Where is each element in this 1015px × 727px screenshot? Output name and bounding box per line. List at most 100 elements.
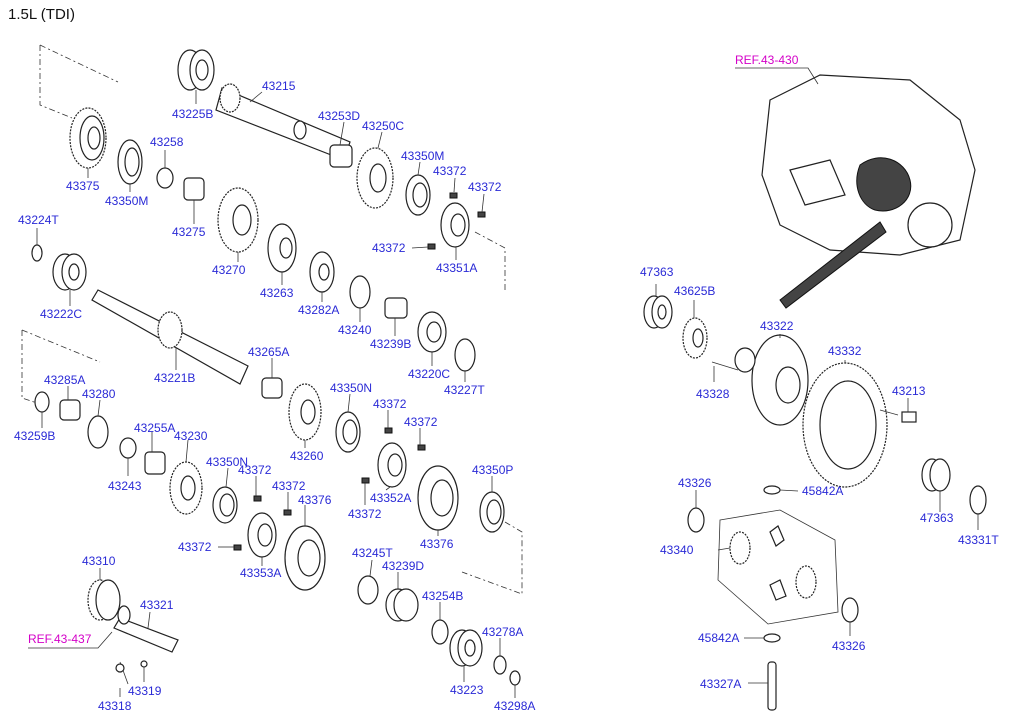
- part-43353A-synchro-hub[interactable]: [247, 512, 277, 558]
- part-43319-washer[interactable]: [140, 660, 148, 668]
- part-43376-sleeve-upper[interactable]: [417, 465, 459, 531]
- label-43245T[interactable]: 43245T: [352, 546, 393, 560]
- label-43372-c[interactable]: 43372: [372, 241, 406, 255]
- part-43372-keys[interactable]: [233, 192, 486, 551]
- label-43310[interactable]: 43310: [82, 554, 116, 568]
- label-43270[interactable]: 43270: [212, 263, 246, 277]
- part-43321-shift-lever[interactable]: [113, 605, 179, 653]
- ref-label-43-430[interactable]: REF.43-430: [735, 53, 799, 67]
- part-43259B-ring[interactable]: [34, 391, 50, 413]
- part-43310-gear[interactable]: [87, 579, 121, 621]
- part-43223-bearing[interactable]: [449, 629, 483, 667]
- label-43225B[interactable]: 43225B: [172, 107, 213, 121]
- part-45842A-washer-lower[interactable]: [763, 633, 781, 643]
- part-43275-needle-bearing[interactable]: [183, 177, 205, 201]
- label-43254B[interactable]: 43254B: [422, 589, 463, 603]
- label-43375[interactable]: 43375: [66, 179, 100, 193]
- part-43280-gear[interactable]: [87, 415, 109, 449]
- label-43625B[interactable]: 43625B: [674, 284, 715, 298]
- part-43265A-needle-bearing[interactable]: [261, 377, 283, 399]
- label-43259B[interactable]: 43259B: [14, 429, 55, 443]
- part-43352A-synchro-hub[interactable]: [377, 442, 407, 488]
- label-43372-g[interactable]: 43372: [272, 479, 306, 493]
- part-43215-shaft[interactable]: [215, 83, 351, 161]
- label-43224T[interactable]: 43224T: [18, 213, 59, 227]
- part-43230-gear[interactable]: [169, 461, 203, 515]
- part-47363-bearing-left[interactable]: [643, 295, 673, 329]
- label-43372-d[interactable]: 43372: [373, 397, 407, 411]
- label-43265A[interactable]: 43265A: [248, 345, 289, 359]
- part-43240-collar[interactable]: [349, 275, 371, 309]
- label-47363-right[interactable]: 47363: [920, 511, 954, 525]
- label-47363-left[interactable]: 47363: [640, 265, 674, 279]
- part-43227T-snap-ring[interactable]: [454, 338, 476, 372]
- label-43318[interactable]: 43318: [98, 699, 132, 713]
- part-43224T-snap-ring[interactable]: [31, 244, 43, 262]
- part-43243-collar[interactable]: [119, 437, 137, 459]
- part-43225B-bearing[interactable]: [177, 49, 215, 91]
- label-43332[interactable]: 43332: [828, 344, 862, 358]
- part-43326-washer-lower[interactable]: [841, 597, 859, 623]
- label-43285A[interactable]: 43285A: [44, 373, 85, 387]
- label-43326-lower[interactable]: 43326: [832, 639, 866, 653]
- label-43372-i[interactable]: 43372: [178, 540, 212, 554]
- label-43319[interactable]: 43319: [128, 684, 162, 698]
- part-43278A-ring[interactable]: [493, 655, 507, 675]
- part-43350M-ring-upper[interactable]: [117, 139, 143, 185]
- transmission-case[interactable]: [761, 74, 976, 256]
- label-43322[interactable]: 43322: [760, 319, 794, 333]
- label-43351A[interactable]: 43351A: [436, 261, 477, 275]
- ref-label-43-437[interactable]: REF.43-437: [28, 632, 92, 646]
- label-43350N-lower[interactable]: 43350N: [206, 455, 248, 469]
- part-43625B-gear[interactable]: [682, 317, 708, 359]
- label-43239D[interactable]: 43239D: [382, 559, 424, 573]
- label-43227T[interactable]: 43227T: [444, 383, 485, 397]
- part-43253D-needle-bearing[interactable]: [329, 144, 353, 168]
- label-43250C[interactable]: 43250C: [362, 119, 404, 133]
- label-43263[interactable]: 43263: [260, 286, 294, 300]
- part-43254B-ring[interactable]: [431, 619, 449, 645]
- label-43215[interactable]: 43215: [262, 79, 296, 93]
- part-43351A-synchro-hub[interactable]: [440, 202, 470, 248]
- label-43372-f[interactable]: 43372: [238, 463, 272, 477]
- label-43340[interactable]: 43340: [660, 543, 694, 557]
- label-43372-a[interactable]: 43372: [433, 164, 467, 178]
- label-43331T[interactable]: 43331T: [958, 533, 999, 547]
- part-43350N-ring-upper[interactable]: [335, 411, 361, 453]
- label-43243[interactable]: 43243: [108, 479, 142, 493]
- part-43285A-needle-bearing[interactable]: [59, 399, 81, 421]
- part-43255A-needle-bearing[interactable]: [144, 451, 166, 475]
- part-43340-pinion-kit[interactable]: [717, 509, 839, 625]
- part-43282A-gear[interactable]: [309, 251, 335, 293]
- part-43328-pin[interactable]: [711, 361, 739, 371]
- part-43221B-output-shaft[interactable]: [91, 289, 249, 385]
- part-43376-sleeve-lower[interactable]: [284, 525, 326, 591]
- label-43280[interactable]: 43280: [82, 387, 116, 401]
- label-43353A[interactable]: 43353A: [240, 566, 281, 580]
- label-43376-lower[interactable]: 43376: [420, 537, 454, 551]
- part-45842A-washer-upper[interactable]: [763, 485, 781, 495]
- label-43222C[interactable]: 43222C: [40, 307, 82, 321]
- part-43213-bolt[interactable]: [879, 409, 917, 423]
- label-43239B[interactable]: 43239B: [370, 337, 411, 351]
- label-43253D[interactable]: 43253D: [318, 109, 360, 123]
- label-45842A-lower[interactable]: 45842A: [698, 631, 739, 645]
- label-43376-upper[interactable]: 43376: [298, 493, 332, 507]
- part-43350P-ring[interactable]: [479, 491, 505, 533]
- part-43350M-ring-lower[interactable]: [405, 174, 431, 216]
- part-43263-gear[interactable]: [267, 223, 297, 273]
- part-43260-gear[interactable]: [288, 383, 322, 441]
- label-43223[interactable]: 43223: [450, 683, 484, 697]
- part-43258-collar[interactable]: [156, 167, 174, 189]
- part-43350N-ring-lower[interactable]: [212, 486, 238, 524]
- label-43328[interactable]: 43328: [696, 387, 730, 401]
- label-43230[interactable]: 43230: [174, 429, 208, 443]
- label-43350M-upper[interactable]: 43350M: [401, 149, 444, 163]
- label-43240[interactable]: 43240: [338, 323, 372, 337]
- part-43331T-snap-ring[interactable]: [969, 485, 987, 515]
- part-43245T-snap-ring[interactable]: [357, 575, 379, 605]
- label-43282A[interactable]: 43282A: [298, 303, 339, 317]
- part-43239D-bushing[interactable]: [385, 588, 419, 622]
- label-43350N-upper[interactable]: 43350N: [330, 381, 372, 395]
- part-43239B-bushing[interactable]: [384, 297, 408, 319]
